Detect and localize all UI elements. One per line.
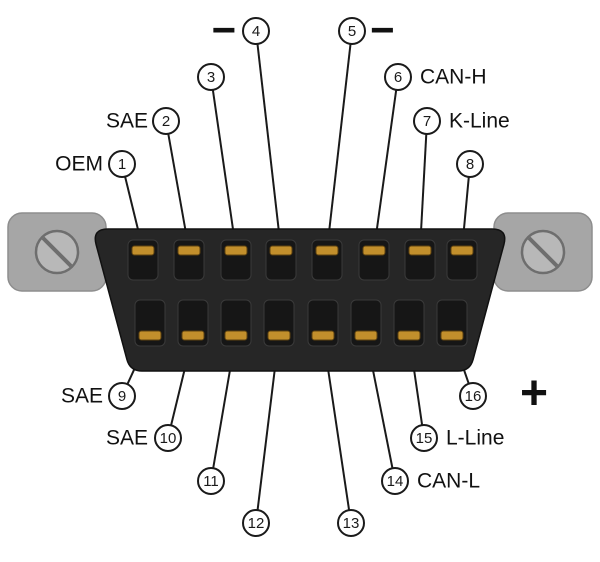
pin-5-label: − [370, 6, 395, 53]
pin-12-marker: 12 [242, 509, 270, 537]
pin-15-label: L-Line [446, 426, 505, 450]
bottom-pin-contacts [138, 330, 464, 341]
pin-10-marker: 10 [154, 424, 182, 452]
pin-2-label: SAE [105, 109, 148, 133]
pin-6-label: CAN-H [420, 65, 487, 89]
pin-11-marker: 11 [197, 467, 225, 495]
pin-6-marker: 6 [384, 63, 412, 91]
pin-8-marker: 8 [456, 150, 484, 178]
pin-4-marker: 4 [242, 17, 270, 45]
pin-2-marker: 2 [152, 107, 180, 135]
pin-15-marker: 15 [410, 424, 438, 452]
pin-7-marker: 7 [413, 107, 441, 135]
pin-9-label: SAE [60, 384, 103, 408]
pin-14-label: CAN-L [417, 469, 481, 493]
top-pin-slots [127, 239, 478, 281]
pin-10-label: SAE [105, 426, 148, 450]
pin-14-marker: 14 [381, 467, 409, 495]
pin-16-label: + [520, 367, 549, 420]
pin-3-marker: 3 [197, 63, 225, 91]
right-screw-icon [520, 229, 566, 275]
top-pin-contacts [131, 245, 474, 256]
pin-9-marker: 9 [108, 382, 136, 410]
pin-13-marker: 13 [337, 509, 365, 537]
pin-16-marker: 16 [459, 382, 487, 410]
pin-1-marker: 1 [108, 150, 136, 178]
left-screw-icon [34, 229, 80, 275]
pin-7-label: K-Line [449, 109, 510, 133]
pin-5-marker: 5 [338, 17, 366, 45]
pin-1-label: OEM [55, 152, 103, 176]
pin-4-label: − [211, 6, 236, 53]
